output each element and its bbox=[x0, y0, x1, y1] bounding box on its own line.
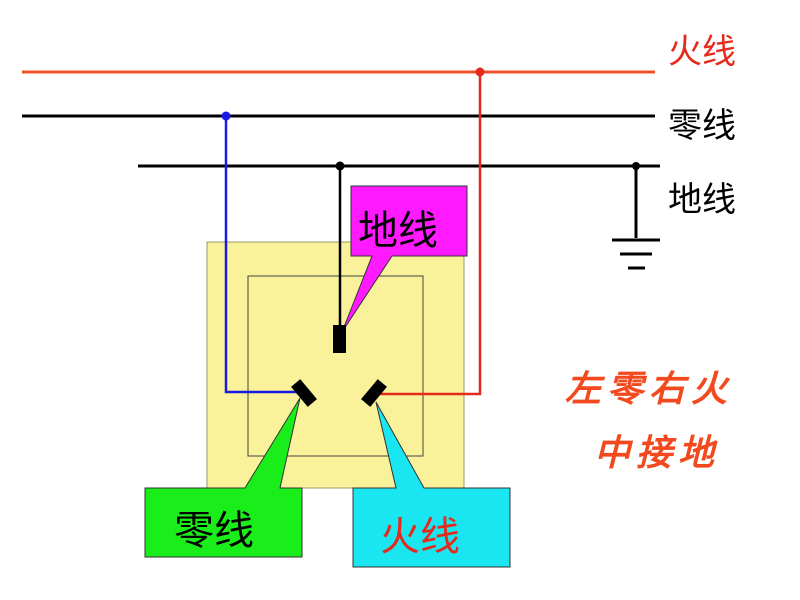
neutral-line-label: 零线 bbox=[668, 106, 736, 146]
earth-symbol-icon bbox=[612, 162, 660, 270]
neutral-pin bbox=[291, 379, 317, 407]
neutral-junction bbox=[221, 111, 231, 121]
neutral-callout-label: 零线 bbox=[174, 508, 254, 554]
ground-junction bbox=[335, 161, 345, 171]
ground-callout bbox=[341, 185, 468, 333]
rule-line-2: 中接地 bbox=[594, 433, 721, 474]
socket-inner-face bbox=[247, 275, 424, 457]
live-callout-label: 火线 bbox=[380, 514, 460, 560]
live-line-label: 火线 bbox=[668, 32, 736, 72]
live-wire bbox=[376, 72, 482, 396]
live-junction bbox=[475, 67, 485, 77]
rule-line-1: 左零右火 bbox=[565, 369, 734, 410]
ground-pin bbox=[333, 325, 346, 353]
ground-callout-label: 地线 bbox=[358, 208, 438, 254]
live-callout bbox=[352, 401, 511, 568]
live-pin bbox=[361, 379, 387, 407]
neutral-callout bbox=[144, 397, 303, 558]
neutral-wire bbox=[224, 116, 305, 394]
ground-line-label: 地线 bbox=[668, 180, 736, 220]
